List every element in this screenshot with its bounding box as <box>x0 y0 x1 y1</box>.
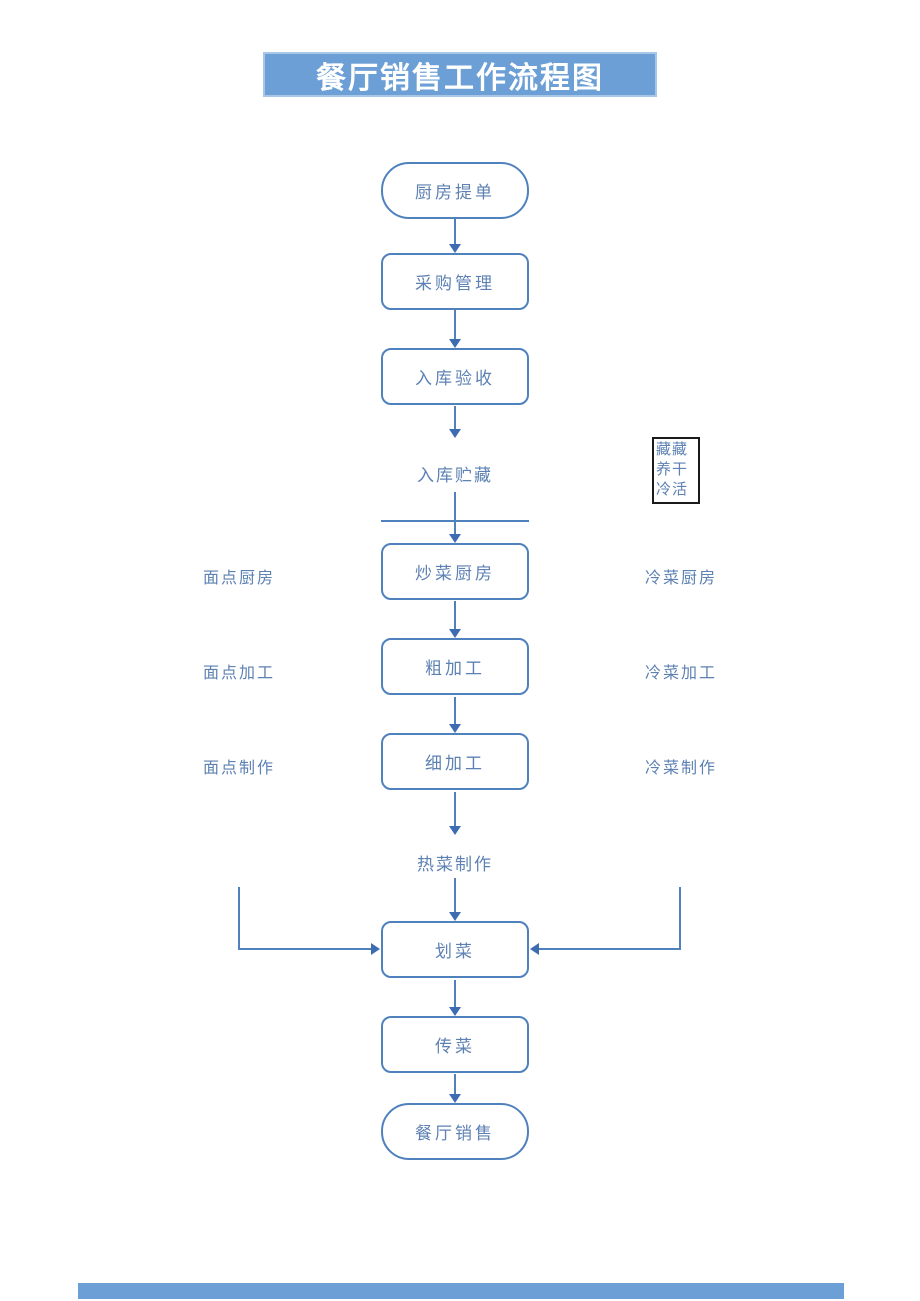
connector-fine-to-hotdish-shaft <box>454 792 456 826</box>
node-fine-processing: 细加工 <box>381 733 529 790</box>
storage-note-line: 藏藏 <box>656 441 689 458</box>
right-elbow-horizontal <box>539 948 681 950</box>
connector-accept-to-storage-shaft <box>454 406 456 429</box>
connector-purchase-to-accept-arrowhead <box>449 339 461 348</box>
connector-rough-to-fine-arrowhead <box>449 724 461 733</box>
left-elbow-horizontal <box>238 948 372 950</box>
text-hot-dish-making: 热菜制作 <box>417 855 493 874</box>
node-purchase-management: 采购管理 <box>381 253 529 310</box>
label-coldfood-processing: 冷菜加工 <box>645 665 718 682</box>
connector-order-to-purchase-arrowhead <box>449 244 461 253</box>
connector-stirfry-to-rough-arrowhead <box>449 629 461 638</box>
connector-fine-to-hotdish-arrowhead <box>449 826 461 835</box>
storage-note-box: 藏藏 养干 冷活 <box>652 437 700 504</box>
right-elbow-arrowhead <box>530 943 539 955</box>
connector-check-to-pass-arrowhead <box>449 1007 461 1016</box>
text-inbound-storage: 入库贮藏 <box>417 466 493 485</box>
connector-stirfry-to-rough-shaft <box>454 601 456 629</box>
connector-hotdish-to-check-shaft <box>454 878 456 912</box>
connector-rough-to-fine-shaft <box>454 697 456 724</box>
connector-accept-to-storage-arrowhead <box>449 429 461 438</box>
node-stirfry-kitchen: 炒菜厨房 <box>381 543 529 600</box>
right-elbow-vertical <box>679 887 681 950</box>
connector-storage-to-stirfry-shaft <box>454 492 456 534</box>
left-elbow-arrowhead <box>371 943 380 955</box>
left-elbow-vertical <box>238 887 240 950</box>
node-dish-pass: 传菜 <box>381 1016 529 1073</box>
bottom-border-bar <box>78 1283 844 1299</box>
storage-note-line: 养干 <box>656 461 689 478</box>
storage-note-line: 冷活 <box>656 481 689 498</box>
connector-hotdish-to-check-arrowhead <box>449 912 461 921</box>
connector-purchase-to-accept-shaft <box>454 310 456 339</box>
label-pastry-processing: 面点加工 <box>203 665 276 682</box>
connector-pass-to-sales-arrowhead <box>449 1094 461 1103</box>
connector-storage-to-stirfry-arrowhead <box>449 534 461 543</box>
connector-pass-to-sales-shaft <box>454 1074 456 1094</box>
node-dish-check: 划菜 <box>381 921 529 978</box>
label-coldfood-making: 冷菜制作 <box>645 760 718 777</box>
connector-order-to-purchase-shaft <box>454 219 456 244</box>
node-inbound-acceptance: 入库验收 <box>381 348 529 405</box>
label-pastry-kitchen: 面点厨房 <box>203 570 276 587</box>
label-coldfood-kitchen: 冷菜厨房 <box>645 570 718 587</box>
page-title: 餐厅销售工作流程图 <box>263 52 657 97</box>
label-pastry-making: 面点制作 <box>203 760 276 777</box>
connector-check-to-pass-shaft <box>454 980 456 1007</box>
node-restaurant-sales: 餐厅销售 <box>381 1103 529 1160</box>
node-kitchen-order: 厨房提单 <box>381 162 529 219</box>
node-rough-processing: 粗加工 <box>381 638 529 695</box>
